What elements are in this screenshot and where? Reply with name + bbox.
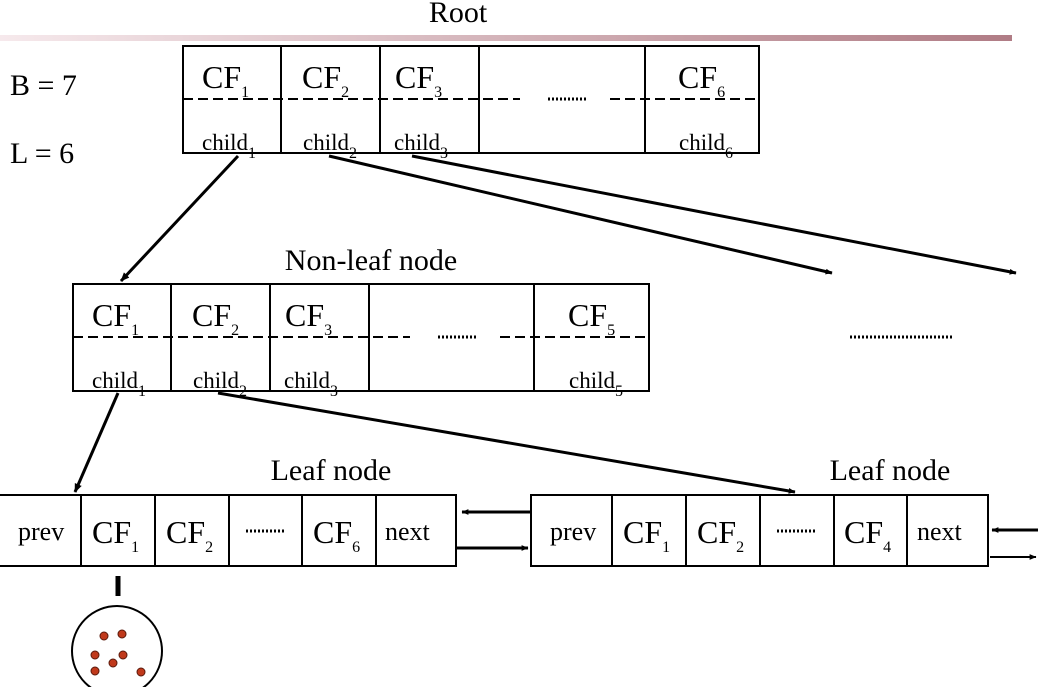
nonleaf-cf-1: CF1 — [92, 297, 139, 339]
leaf-left-prev: prev — [18, 517, 64, 546]
leaf-left-cf-1: CF1 — [92, 514, 139, 556]
root-child2-arrow — [328, 154, 833, 275]
root-child3-arrow — [411, 154, 1017, 275]
leaf-right-cf-4: CF4 — [844, 514, 891, 556]
nonleaf-child-3: child3 — [284, 368, 338, 400]
leaf-right-title: Leaf node — [830, 454, 951, 487]
leaf-right-prev: prev — [550, 517, 596, 546]
root-cf-1: CF1 — [202, 59, 249, 101]
param-l: L = 6 — [10, 137, 74, 170]
nonleaf-child-1: child1 — [92, 368, 146, 400]
leaf-right-cf-2: CF2 — [697, 514, 744, 556]
leaf-right-next: next — [917, 517, 963, 546]
nonleaf-child-5: child5 — [569, 368, 623, 400]
title-divider-bar — [0, 35, 1012, 41]
leaf-left-cf-6: CF6 — [313, 514, 360, 556]
root-child-2: child2 — [303, 130, 357, 162]
leaf-left-title: Leaf node — [271, 454, 392, 487]
leaf-node-left: prev CF1 CF2 CF6 next — [0, 494, 457, 567]
data-point — [136, 667, 146, 677]
root-node: CF1 CF2 CF3 CF6 child1 child2 child3 chi… — [182, 45, 760, 162]
root-child-6: child6 — [679, 130, 733, 162]
root-title: Root — [429, 0, 488, 29]
root-cf-2: CF2 — [302, 59, 349, 101]
param-b: B = 7 — [10, 69, 77, 102]
data-point — [108, 658, 118, 668]
nonleaf-child2-arrow — [217, 391, 796, 494]
nonleaf-child-2: child2 — [193, 368, 247, 400]
leaf-right-cf-1: CF1 — [623, 514, 670, 556]
root-cf-3: CF3 — [395, 59, 442, 101]
leaf-node-right: prev CF1 CF2 CF4 next — [530, 494, 989, 567]
data-point — [118, 650, 128, 660]
data-point — [90, 666, 100, 676]
data-point — [90, 650, 100, 660]
cluster-circle — [71, 605, 163, 687]
data-points-cluster — [71, 605, 163, 687]
nonleaf-title: Non-leaf node — [285, 244, 457, 277]
leaf-left-cf-2: CF2 — [166, 514, 213, 556]
nonleaf-child1-arrow — [73, 392, 120, 493]
nonleaf-node: CF1 CF2 CF3 CF5 child1 child2 child3 chi… — [72, 283, 650, 400]
root-child-1: child1 — [202, 130, 256, 162]
leaf-left-next: next — [385, 517, 431, 546]
root-cf-6: CF6 — [678, 59, 725, 101]
root-child1-arrow — [119, 154, 240, 283]
nonleaf-cf-5: CF5 — [568, 297, 615, 339]
data-point — [117, 629, 127, 639]
nonleaf-cf-2: CF2 — [192, 297, 239, 339]
data-point — [99, 631, 109, 641]
root-child-3: child3 — [394, 130, 448, 162]
nonleaf-cf-3: CF3 — [285, 297, 332, 339]
